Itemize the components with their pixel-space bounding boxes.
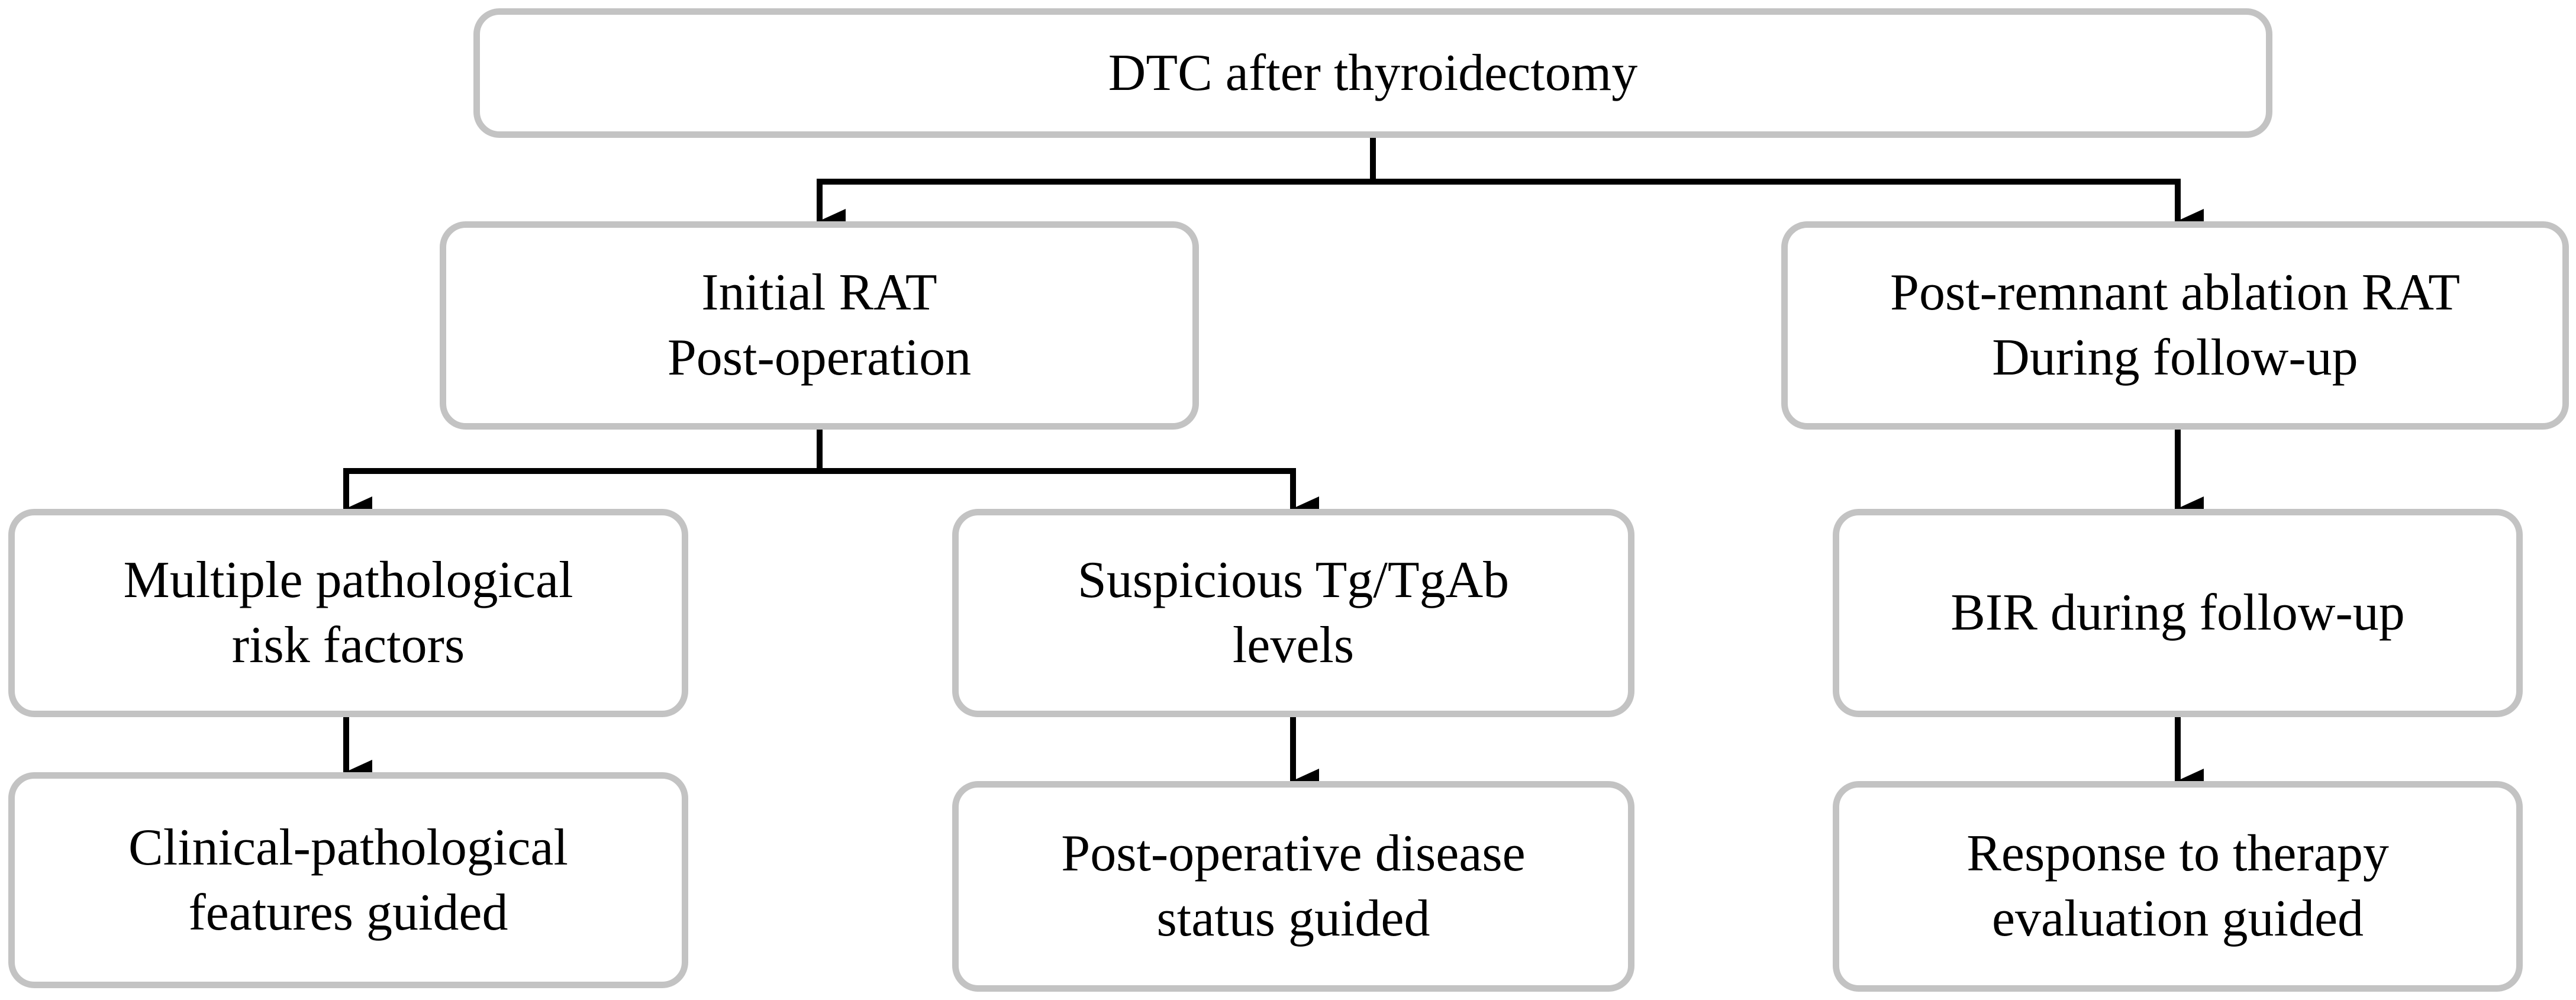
node-clinical-line1: Clinical-pathological (128, 818, 568, 876)
node-suspicious-line2: levels (1232, 617, 1355, 674)
node-bir-during-follow-up: BIR during follow-up (1833, 509, 2523, 717)
node-post-remnant-line2: During follow-up (1992, 329, 2358, 386)
node-initial-line2: Post-operation (667, 329, 972, 386)
node-multiple-line1: Multiple pathological (123, 551, 573, 609)
node-clinical-pathological-features-guided: Clinical-pathological features guided (8, 772, 688, 988)
node-response-to-therapy-evaluation-guided: Response to therapy evaluation guided (1833, 781, 2523, 992)
node-initial-line1: Initial RAT (701, 264, 937, 321)
node-multiple-pathological-risk-factors: Multiple pathological risk factors (8, 509, 688, 717)
node-suspicious-line1: Suspicious Tg/TgAb (1077, 551, 1510, 609)
node-response-line2: evaluation guided (1991, 890, 2364, 947)
node-post-remnant-line1: Post-remnant ablation RAT (1890, 264, 2460, 321)
node-postop-line2: status guided (1156, 890, 1430, 947)
node-suspicious-tg-tgab-levels: Suspicious Tg/TgAb levels (952, 509, 1634, 717)
node-initial-rat: Initial RAT Post-operation (440, 221, 1199, 430)
node-root-dtc-after-thyroidectomy: DTC after thyroidectomy (473, 8, 2272, 138)
node-multiple-line2: risk factors (231, 617, 465, 674)
node-postop-line1: Post-operative disease (1061, 825, 1526, 882)
node-bir-label: BIR during follow-up (1950, 584, 2405, 641)
node-post-remnant-ablation-rat: Post-remnant ablation RAT During follow-… (1781, 221, 2569, 430)
node-clinical-line2: features guided (188, 883, 508, 941)
node-root-label: DTC after thyroidectomy (1108, 44, 1638, 102)
node-post-operative-disease-status-guided: Post-operative disease status guided (952, 781, 1634, 992)
node-response-line1: Response to therapy (1966, 825, 2389, 882)
